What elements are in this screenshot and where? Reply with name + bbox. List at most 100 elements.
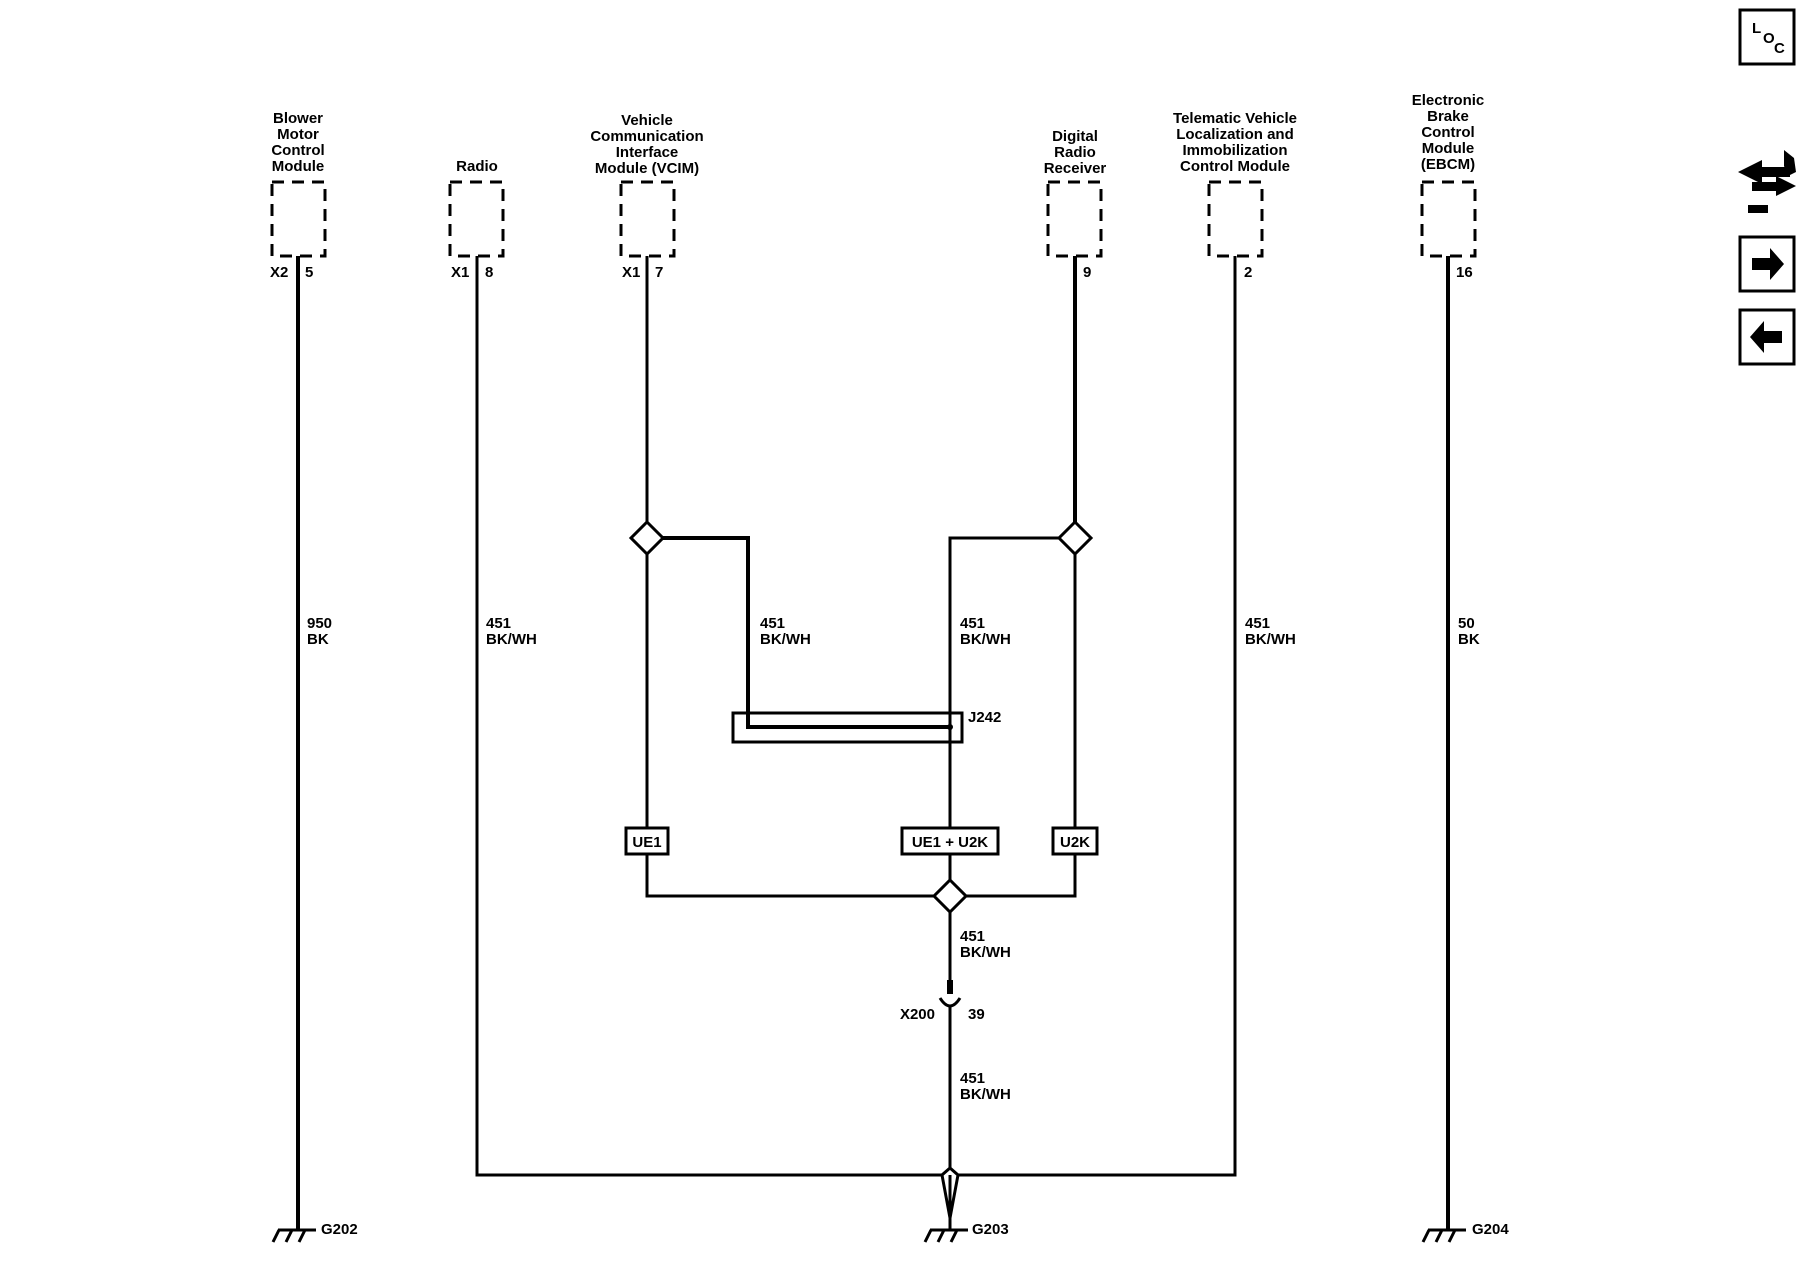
pin-label: 9 bbox=[1083, 264, 1091, 281]
blower-motor-control-module: Blower Motor Control Module X2 5 bbox=[270, 110, 327, 281]
wire-vcim-option bbox=[645, 554, 935, 898]
option-label: U2K bbox=[1060, 834, 1090, 851]
pin-label: 2 bbox=[1244, 264, 1252, 281]
wire-vcim-to-j242 bbox=[662, 536, 950, 729]
module-label-line: Communication bbox=[590, 128, 703, 145]
next-frame[interactable] bbox=[1738, 235, 1796, 293]
ground-icon bbox=[923, 1228, 968, 1243]
module-box bbox=[619, 180, 676, 258]
option-label: UE1 + U2K bbox=[912, 834, 988, 851]
wire-drr-option bbox=[965, 554, 1077, 898]
loc-letter: L bbox=[1752, 20, 1761, 37]
next-arrow-icon[interactable] bbox=[1752, 248, 1784, 280]
ground-label: G203 bbox=[972, 1221, 1009, 1238]
splice-node-center bbox=[931, 877, 969, 915]
radio-module: Radio X1 8 bbox=[448, 158, 505, 281]
loc-letter: O bbox=[1763, 30, 1775, 47]
option-ue1-u2k: UE1 + U2K bbox=[900, 826, 1000, 856]
wire-circuit-label: 451 bbox=[960, 928, 985, 945]
vcim-module: Vehicle Communication Interface Module (… bbox=[590, 112, 703, 281]
wire-circuit-label: 451 bbox=[760, 615, 785, 632]
module-label-line: Control bbox=[271, 142, 324, 159]
connector-label: X1 bbox=[622, 264, 640, 281]
telematic-module: Telematic Vehicle Localization and Immob… bbox=[1173, 110, 1297, 281]
j242-splice-dot bbox=[947, 724, 953, 730]
ground-label: G204 bbox=[1472, 1221, 1509, 1238]
option-box bbox=[1051, 826, 1099, 856]
ground-g202: G202 bbox=[271, 1221, 358, 1243]
module-label-line: Receiver bbox=[1044, 160, 1107, 177]
ground-icon bbox=[271, 1228, 316, 1243]
module-label-line: Vehicle bbox=[621, 112, 673, 129]
module-label-line: Control Module bbox=[1180, 158, 1290, 175]
wire-color-label: BK/WH bbox=[486, 631, 537, 648]
option-ue1: UE1 bbox=[624, 826, 670, 856]
ground-g203: G203 bbox=[923, 1221, 1009, 1243]
module-box bbox=[1207, 180, 1264, 258]
module-label-line: Immobilization bbox=[1183, 142, 1288, 159]
wire-circuit-label: 451 bbox=[960, 615, 985, 632]
connector-pin bbox=[947, 980, 953, 994]
pin-label: 7 bbox=[655, 264, 663, 281]
module-label-line: Electronic bbox=[1412, 92, 1485, 109]
module-label-line: Localization and bbox=[1176, 126, 1294, 143]
connector-pin-label: 39 bbox=[968, 1006, 985, 1023]
pin-label: 16 bbox=[1456, 264, 1473, 281]
j242-label: J242 bbox=[968, 709, 1001, 726]
j242-splice-pack bbox=[731, 711, 964, 744]
loc-letter: C bbox=[1774, 40, 1785, 57]
module-label-line: Motor bbox=[277, 126, 319, 143]
wire-color-label: BK bbox=[1458, 631, 1480, 648]
wire-color-label: BK/WH bbox=[960, 1086, 1011, 1103]
inline-connector-x200: X200 39 bbox=[900, 980, 985, 1023]
wire-circuit-label: 451 bbox=[486, 615, 511, 632]
splice-node-drr bbox=[1056, 519, 1094, 557]
module-box bbox=[1046, 180, 1103, 258]
option-u2k: U2K bbox=[1051, 826, 1099, 856]
module-label-line: Control bbox=[1421, 124, 1474, 141]
ground-g204: G204 bbox=[1421, 1221, 1509, 1243]
ground-label: G202 bbox=[321, 1221, 358, 1238]
schematic-info-icon[interactable] bbox=[1738, 150, 1796, 213]
module-box bbox=[448, 180, 505, 258]
module-label-line: Telematic Vehicle bbox=[1173, 110, 1297, 127]
module-label-line: Radio bbox=[1054, 144, 1096, 161]
wire-color-label: BK bbox=[307, 631, 329, 648]
module-label-line: Module bbox=[1422, 140, 1475, 157]
loc-icon[interactable] bbox=[1738, 8, 1796, 66]
wire-circuit-label: 451 bbox=[1245, 615, 1270, 632]
wire-radio bbox=[475, 256, 942, 1177]
wire-telematic bbox=[958, 256, 1237, 1177]
module-label-line: Blower bbox=[273, 110, 323, 127]
wire-color-label: BK/WH bbox=[1245, 631, 1296, 648]
module-box bbox=[270, 180, 327, 258]
ebcm-module: Electronic Brake Control Module (EBCM) 1… bbox=[1412, 92, 1485, 281]
wire-trunk-lower bbox=[940, 1006, 960, 1219]
option-label: UE1 bbox=[632, 834, 661, 851]
connector-socket bbox=[938, 997, 962, 1008]
next-button[interactable] bbox=[1738, 235, 1796, 293]
digital-radio-receiver-module: Digital Radio Receiver 9 bbox=[1044, 128, 1107, 281]
wire-circuit-label: 451 bbox=[960, 1070, 985, 1087]
option-box bbox=[624, 826, 670, 856]
option-box bbox=[900, 826, 1000, 856]
previous-button[interactable] bbox=[1738, 308, 1796, 366]
module-label-line: Digital bbox=[1052, 128, 1098, 145]
loc-button[interactable]: L O C bbox=[1738, 8, 1796, 66]
wire-circuit-label: 50 bbox=[1458, 615, 1475, 632]
wire-color-label: BK/WH bbox=[960, 631, 1011, 648]
splice-node-vcim bbox=[628, 519, 666, 557]
pin-label: 5 bbox=[305, 264, 313, 281]
wire-color-label: BK/WH bbox=[960, 944, 1011, 961]
module-label-line: Module (VCIM) bbox=[595, 160, 699, 177]
module-label-line: (EBCM) bbox=[1421, 156, 1475, 173]
previous-arrow-icon[interactable] bbox=[1750, 321, 1782, 353]
connector-name: X200 bbox=[900, 1006, 935, 1023]
connector-label: X1 bbox=[451, 264, 469, 281]
module-label-line: Module bbox=[272, 158, 325, 175]
wire-circuit-label: 950 bbox=[307, 615, 332, 632]
wire-drr-to-j242 bbox=[948, 536, 1060, 896]
schematic-info-button[interactable] bbox=[1738, 150, 1796, 213]
module-label-line: Interface bbox=[616, 144, 679, 161]
